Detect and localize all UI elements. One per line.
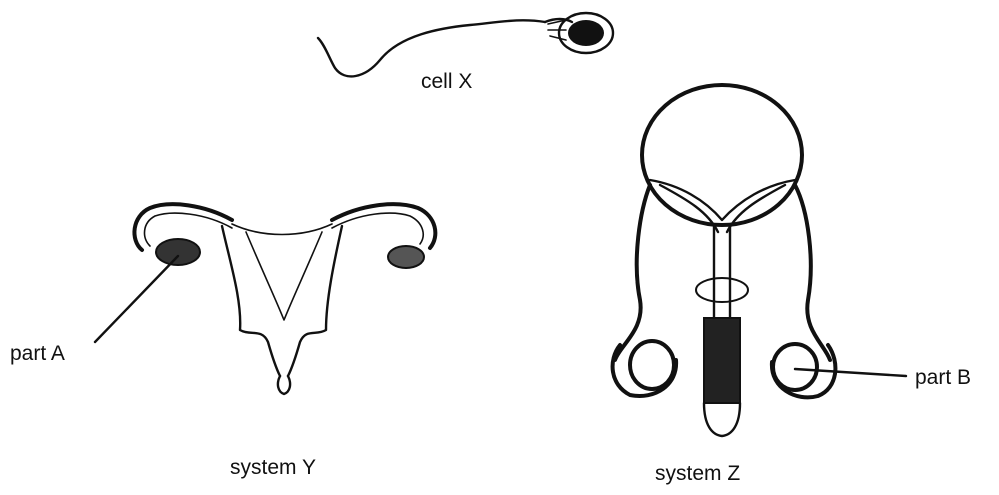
glans (704, 403, 740, 436)
right-vas-deferens (795, 185, 830, 360)
urethra (714, 225, 730, 320)
bladder (642, 85, 802, 225)
bladder-base (650, 180, 795, 220)
cervix (278, 376, 290, 394)
system-y-label: system Y (230, 456, 316, 479)
left-testis (630, 341, 674, 389)
part-b-pointer-line (795, 369, 906, 376)
right-oviduct-outer (332, 204, 435, 248)
right-oviduct-inner (332, 213, 423, 244)
left-vas-deferens (615, 185, 650, 360)
part-b-label: part B (915, 366, 971, 389)
sperm-nucleus (568, 20, 604, 46)
penis-shaft (704, 318, 740, 403)
system-z-label: system Z (655, 462, 740, 485)
part-a-pointer-line (95, 256, 178, 342)
uterine-cavity (246, 232, 322, 320)
system-z-male-icon (613, 85, 836, 436)
right-ovary (388, 246, 424, 268)
prostate-gland (696, 278, 748, 302)
part-a-label: part A (10, 342, 65, 365)
system-y-female-icon (134, 204, 435, 394)
uterus-left-wall (222, 226, 280, 376)
left-ovary (156, 239, 200, 265)
sperm-tail (318, 20, 545, 76)
cell-x-sperm-icon (318, 13, 613, 76)
cell-x-label: cell X (421, 70, 472, 93)
